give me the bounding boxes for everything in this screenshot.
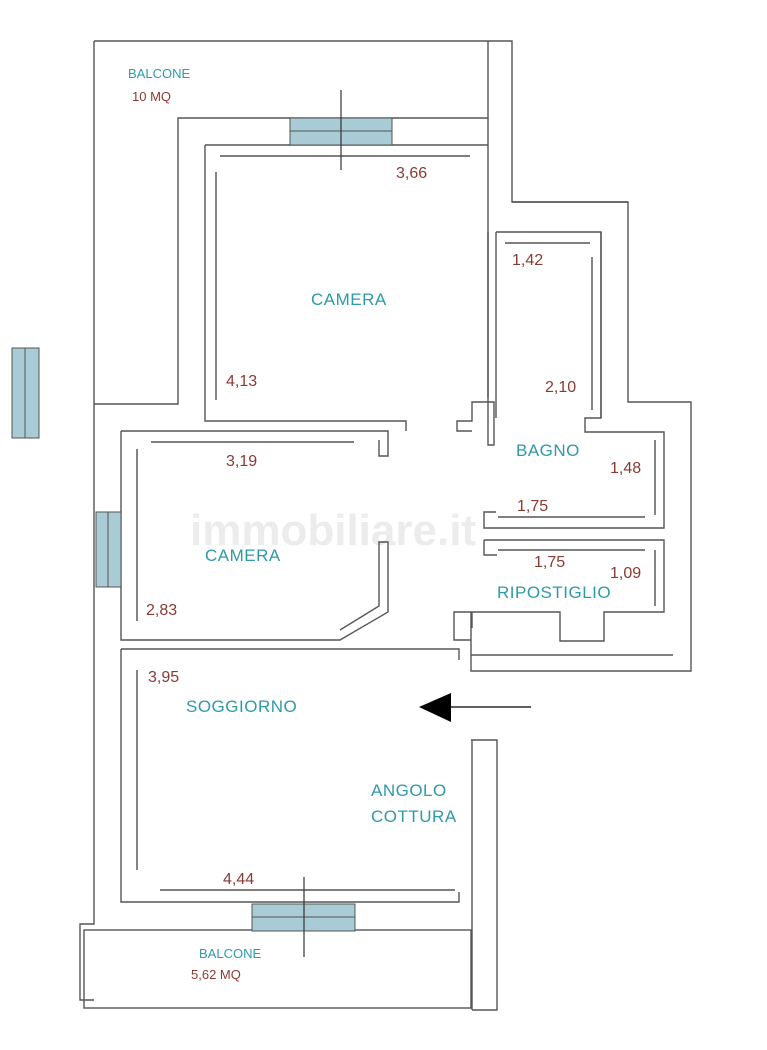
dim-soggiorno-width: 4,44: [223, 871, 254, 888]
camera-left-label: CAMERA: [205, 546, 281, 565]
dim-corridor-width-1: 1,75: [517, 498, 548, 515]
arrow-left-icon: [419, 693, 531, 722]
balcone-bottom-label: BALCONE: [199, 946, 261, 961]
dim-camera-left-depth: 2,83: [146, 602, 177, 619]
camera-left-walls: [120, 430, 389, 641]
dim-soggiorno-depth: 3,95: [148, 669, 179, 686]
outer-walls: [79, 40, 692, 1011]
angolo-cottura-label-line2: COTTURA: [371, 807, 457, 826]
dim-bagno-side: 1,48: [610, 460, 641, 477]
ripostiglio-walls: [471, 539, 665, 642]
dim-camera-top-depth: 4,13: [226, 373, 257, 390]
bagno-walls: [483, 231, 665, 529]
ripostiglio-label: RIPOSTIGLIO: [497, 583, 611, 602]
dim-bagno-width: 1,42: [512, 252, 543, 269]
dimension-lines: [136, 155, 656, 891]
balcone-top-area: 10 MQ: [132, 89, 171, 104]
camera-top-label: CAMERA: [311, 290, 387, 309]
dim-bagno-depth: 2,10: [545, 379, 576, 396]
soggiorno-walls: [120, 648, 460, 903]
balcone-bottom-area: 5,62 MQ: [191, 967, 241, 982]
dim-corridor-width-2: 1,75: [534, 554, 565, 571]
angolo-cottura-label-line1: ANGOLO: [371, 781, 447, 800]
watermark-logo: immobiliare.it: [190, 506, 476, 555]
soggiorno-label: SOGGIORNO: [186, 697, 297, 716]
windows: [11, 90, 393, 957]
dim-ripostiglio-side: 1,09: [610, 565, 641, 582]
dim-camera-top-width: 3,66: [396, 165, 427, 182]
balcone-top-label: BALCONE: [128, 66, 190, 81]
dim-camera-left-width: 3,19: [226, 453, 257, 470]
bagno-label: BAGNO: [516, 441, 580, 460]
